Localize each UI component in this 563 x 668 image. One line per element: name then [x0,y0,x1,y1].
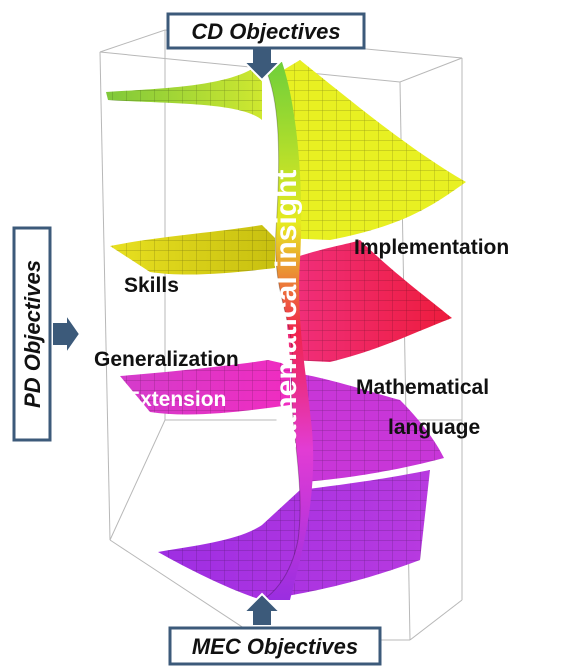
pd-objectives-label: PD Objectives [20,260,45,408]
cd-objectives-box: CD Objectives [168,14,364,48]
mec-objectives-box: MEC Objectives [170,628,380,664]
generalization-label: Generalization [94,348,239,371]
mathematical-language-label-line1: Mathematical [356,376,489,399]
helicoid-sheet-yellow-left [110,225,275,275]
extension-label: Extension [126,388,226,411]
mathematical-language-label-line2: language [388,416,480,439]
arrow-right-icon [52,314,80,354]
cd-objectives-label: CD Objectives [191,19,340,44]
mec-objectives-label: MEC Objectives [192,634,358,659]
mathematical-insight-label: Mathematical insight [270,170,303,467]
pd-objectives-box: PD Objectives [14,228,50,440]
implementation-label: Implementation [354,236,509,259]
skills-label: Skills [124,274,179,297]
helicoid-sheet-top-green [106,62,262,120]
